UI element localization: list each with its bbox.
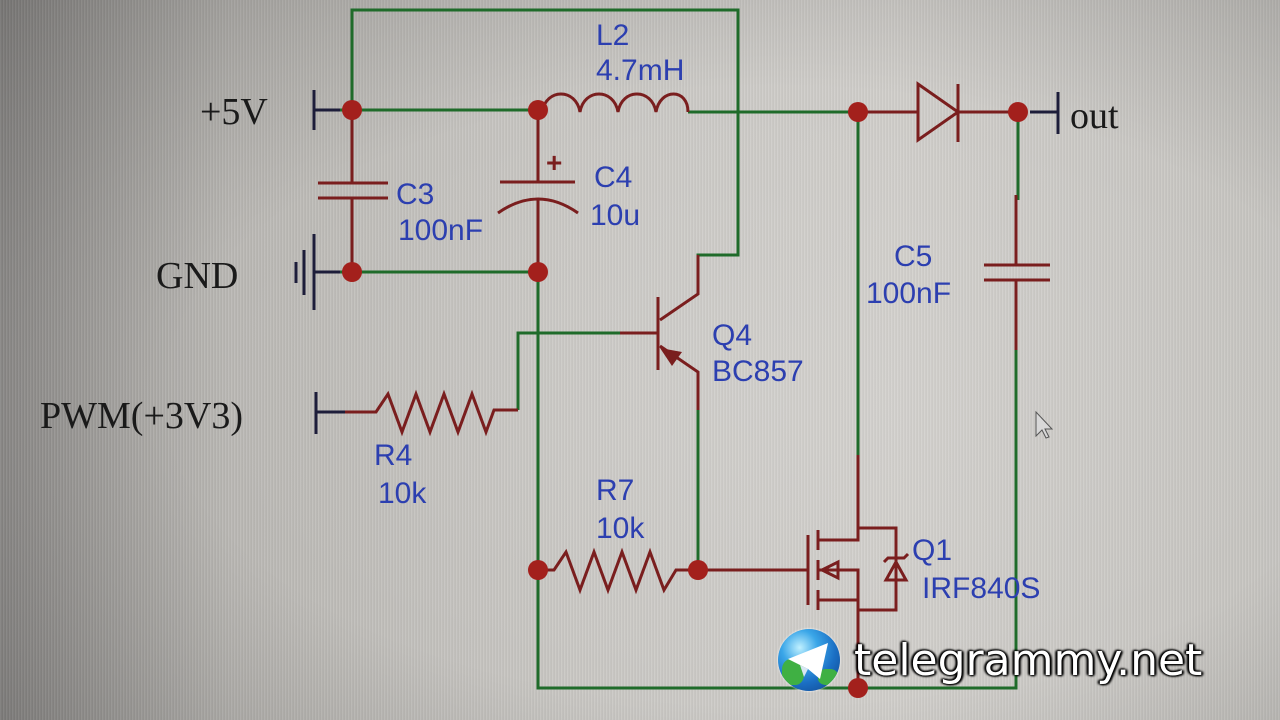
label-c4-value: 10u [590,199,640,232]
junction-dot [528,560,548,580]
port-gnd [294,234,340,310]
junction-dot [688,560,708,580]
diode[interactable] [858,81,1018,143]
c4-polarity-mark: + [546,147,562,178]
label-r7-ref: R7 [596,474,634,507]
capacitor-c4[interactable]: + [497,110,579,272]
watermark: telegrammy.net [778,628,1202,692]
label-c5-value: 100nF [866,277,951,310]
mosfet-q1[interactable] [698,455,910,688]
port-pwm [314,392,345,434]
label-r7-value: 10k [596,512,645,545]
capacitor-c5[interactable] [984,195,1050,350]
port-5v [312,90,340,130]
junction-dot [342,262,362,282]
junction-dot [1008,102,1028,122]
port-label-pwm: PWM(+3V3) [40,395,243,437]
transistor-q4[interactable] [620,255,700,410]
port-label-gnd: GND [156,255,238,297]
capacitor-c3[interactable] [318,110,388,272]
label-l2-ref: L2 [596,19,629,52]
resistor-r4[interactable] [340,389,518,437]
junctions [342,100,1028,698]
port-label-out: out [1070,95,1119,137]
wire-gnd-down [536,272,858,690]
label-r4-value: 10k [378,477,427,510]
label-q1-value: IRF840S [922,572,1040,605]
label-c4-ref: C4 [594,161,632,194]
mouse-cursor-icon [1035,410,1054,439]
label-c3-ref: C3 [396,178,434,211]
label-q4-ref: Q4 [712,319,752,352]
label-r4-ref: R4 [374,439,412,472]
port-label-5v: +5V [200,91,268,133]
label-q4-value: BC857 [712,355,804,388]
wire-q4-base [516,331,620,410]
label-c3-value: 100nF [398,214,483,247]
resistor-r7[interactable] [538,547,698,595]
label-c5-ref: C5 [894,240,932,273]
label-q1-ref: Q1 [912,534,952,567]
junction-dot [342,100,362,120]
telegram-globe-icon [778,629,840,691]
inductor-l2[interactable] [540,92,690,113]
junction-dot [848,678,868,698]
wire-bottom-return [858,350,1018,690]
junction-dot [848,102,868,122]
wires [314,8,1020,690]
junction-dot [528,262,548,282]
label-l2-value: 4.7mH [596,54,684,87]
watermark-text: telegrammy.net [854,634,1203,686]
junction-dot [528,100,548,120]
port-out [1030,92,1060,134]
